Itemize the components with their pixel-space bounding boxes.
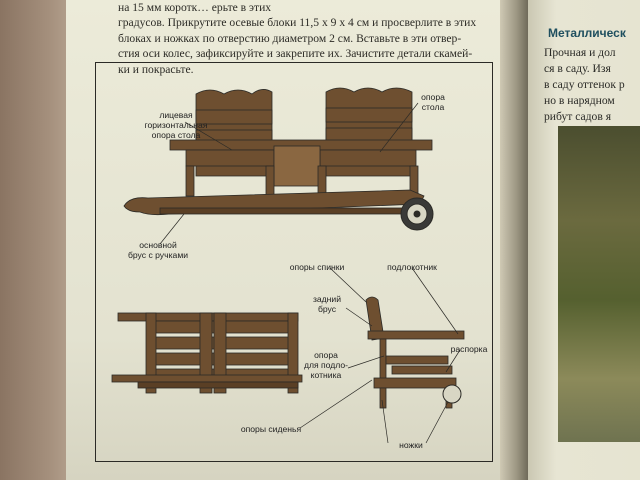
front-base-foot — [137, 381, 299, 389]
intro-line: ки и покрасьте. — [118, 62, 194, 76]
side-rail — [373, 377, 457, 389]
side-armrest — [367, 330, 465, 340]
right-line: Прочная и дол — [544, 46, 616, 59]
right-page-heading: Металлическ — [548, 26, 626, 40]
side-brace — [391, 365, 453, 375]
label-rear-rail: задний брус — [312, 294, 342, 314]
front-base — [111, 374, 303, 383]
left-page — [66, 0, 512, 480]
side-arm-support — [379, 338, 387, 380]
intro-line: блоках и ножках по отверстию диаметром 2… — [118, 31, 462, 45]
label-legs: ножки — [399, 440, 423, 450]
label-seat-supports: опоры сиденья — [240, 424, 302, 434]
side-wheel — [442, 384, 462, 404]
front-post — [287, 312, 299, 394]
front-post — [199, 312, 213, 394]
front-post — [213, 312, 227, 394]
label-front-rail: лицевая горизонтальная опора стола — [144, 110, 208, 140]
table-support — [273, 145, 321, 187]
right-line: в саду оттенок р — [544, 78, 625, 91]
side-seat — [385, 355, 449, 365]
intro-line: стия оси колес, зафиксируйте и закрепите… — [118, 47, 473, 61]
wheel — [400, 197, 434, 231]
front-post — [145, 312, 157, 394]
right-line: ся в саду. Изя — [544, 62, 611, 75]
book-spine — [500, 0, 528, 480]
intro-line: на 15 мм коротк… ерьте в этих — [118, 1, 272, 14]
label-arm-support: опора для подло- котника — [303, 350, 349, 380]
instruction-text: на 15 мм коротк… ерьте в этих градусов. … — [118, 0, 494, 77]
illustration-frame — [95, 62, 493, 462]
right-back-slat — [325, 107, 413, 123]
leg — [317, 165, 327, 197]
intro-line: градусов. Прикрутите осевые блоки 11,5 х… — [118, 16, 477, 30]
garden-photo — [558, 126, 640, 442]
front-rail — [185, 149, 275, 167]
right-line: но в нарядном — [544, 94, 615, 107]
leg — [185, 165, 195, 197]
label-brace: распорка — [450, 344, 488, 354]
left-back-slat — [195, 109, 273, 125]
leg — [265, 165, 275, 197]
label-back-supports: опоры спинки — [289, 262, 345, 272]
label-table-support: опора стола — [421, 92, 445, 112]
front-rail — [319, 149, 417, 167]
label-base-rail: основной брус с ручками — [127, 240, 189, 260]
label-armrest: подлокотник — [387, 262, 437, 272]
right-line: рибут садов я — [544, 110, 612, 123]
right-page-text: Прочная и дол ся в саду. Изя в саду отте… — [544, 45, 625, 125]
base-rail-shadow — [159, 207, 411, 215]
